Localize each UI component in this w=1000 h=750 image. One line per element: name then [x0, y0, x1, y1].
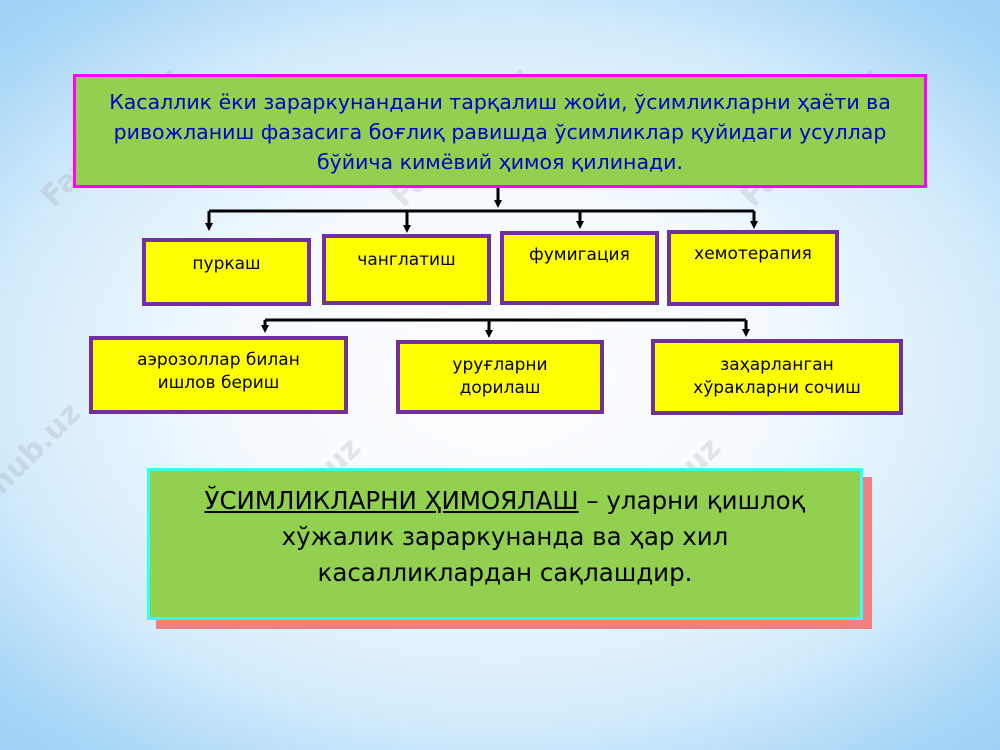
- definition-line-2: хўжалик зараркунанда ва ҳар хил: [281, 522, 729, 551]
- method-label: хемотерапия: [694, 244, 812, 264]
- submethod-line: дорилаш: [459, 378, 541, 398]
- submethod-line: уруғларни: [452, 355, 548, 375]
- submethod-box-urug: уруғларни дорилаш: [396, 340, 604, 414]
- submethod-line: заҳарланган: [720, 355, 834, 375]
- submethod-line: ишлов бериш: [157, 373, 280, 393]
- method-box-hemoterapiya: хемотерапия: [667, 230, 839, 306]
- method-label: чанглатиш: [357, 250, 456, 270]
- submethod-line: аэрозоллар билан: [137, 350, 300, 370]
- method-box-purkash: пуркаш: [142, 238, 311, 306]
- definition-line-1: ЎСИМЛИКЛАРНИ ҲИМОЯЛАШ – уларни қишлоқ: [150, 483, 860, 519]
- definition-box: ЎСИМЛИКЛАРНИ ҲИМОЯЛАШ – уларни қишлоқ хў…: [147, 468, 863, 620]
- definition-line-3: касалликлардан сақлашдир.: [317, 558, 693, 587]
- submethod-box-aerozol: аэрозоллар билан ишлов бериш: [89, 336, 348, 414]
- definition-term: ЎСИМЛИКЛАРНИ ҲИМОЯЛАШ: [204, 486, 579, 515]
- intro-text: Касаллик ёки зараркунандани тарқалиш жой…: [109, 90, 891, 174]
- method-box-fumigatsiya: фумигация: [500, 231, 659, 305]
- method-label: пуркаш: [192, 254, 261, 274]
- method-label: фумигация: [529, 245, 630, 265]
- submethod-line: хўракларни сочиш: [693, 378, 861, 398]
- method-box-changlatish: чанглатиш: [322, 234, 491, 305]
- definition-text: – уларни қишлоқ: [578, 486, 806, 515]
- intro-box: Касаллик ёки зараркунандани тарқалиш жой…: [73, 74, 927, 188]
- submethod-box-zaharlangan: заҳарланган хўракларни сочиш: [651, 339, 903, 415]
